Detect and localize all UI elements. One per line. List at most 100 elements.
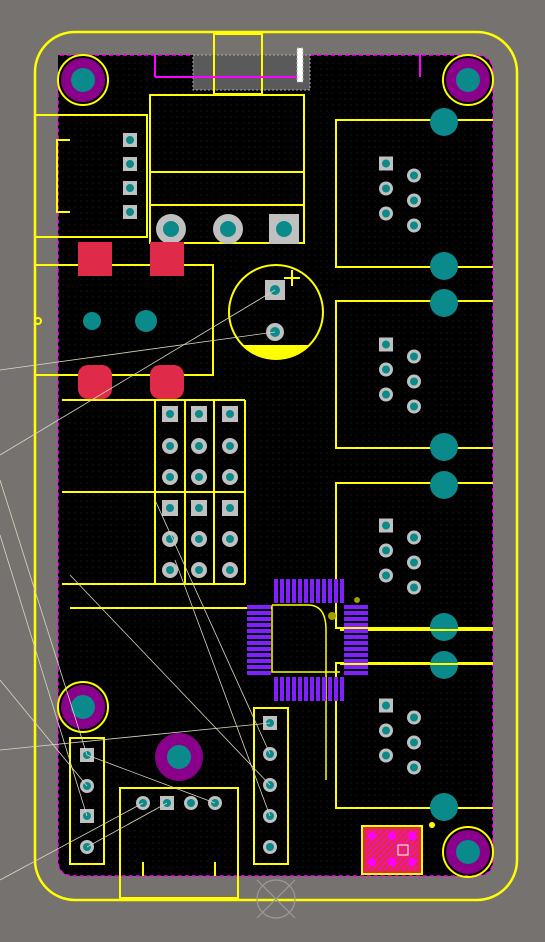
qfp-pad-bottom <box>292 677 296 701</box>
rj45-outline <box>335 300 493 449</box>
pin-hole <box>410 402 418 411</box>
qfp-pad-bottom <box>310 677 314 701</box>
qfp-pad-right <box>344 659 368 663</box>
qfp-pad-right <box>344 647 368 651</box>
rj45-outline <box>335 119 493 268</box>
qfp-pad-left <box>247 647 271 651</box>
qfp-pad-left <box>247 611 271 615</box>
pin-hole <box>226 566 234 574</box>
qfp-pad-right <box>344 641 368 645</box>
pin-hole <box>195 410 203 418</box>
qfp-pad-left <box>247 629 271 633</box>
dc-jack <box>34 114 148 238</box>
rj45-shield-pad <box>430 252 458 280</box>
mount-hole <box>57 54 109 106</box>
board <box>33 30 519 902</box>
rj45-shield-pad <box>430 433 458 461</box>
pin-hole <box>382 365 390 374</box>
pin-hole <box>410 713 418 722</box>
pin-hole <box>195 442 203 450</box>
qfp-pad-right <box>344 653 368 657</box>
pin-hole <box>410 377 418 386</box>
rj45-shield-pad <box>430 108 458 136</box>
origin-marker <box>256 879 296 919</box>
pin-hole <box>410 171 418 180</box>
rj45-shield-pad <box>430 289 458 317</box>
qfp-pad-top <box>310 579 314 603</box>
qfp-pad-bottom <box>334 677 338 701</box>
header-right-vertical <box>253 707 289 865</box>
pin-hole <box>226 473 234 481</box>
pin-hole <box>195 566 203 574</box>
mount-hole <box>442 54 494 106</box>
qfp-pad-right <box>344 605 368 609</box>
rj45-jacks <box>335 108 493 821</box>
qfp-pad-bottom <box>322 677 326 701</box>
rj45-shield-pad <box>430 613 458 641</box>
qfp-pad-left <box>247 671 271 675</box>
pin-hole <box>166 566 174 574</box>
outer-outline <box>33 30 519 902</box>
qfp-pad-top <box>274 579 278 603</box>
qfp-pad-bottom <box>340 677 344 701</box>
rj45-shield-pad <box>430 471 458 499</box>
qfp-pad-bottom <box>316 677 320 701</box>
pin-hole <box>382 390 390 399</box>
smd-pad <box>150 242 184 276</box>
qfp-pad-left <box>247 605 271 609</box>
qfp-pad-right <box>344 623 368 627</box>
pin-hole <box>382 521 390 530</box>
qfp-pad-top <box>298 579 302 603</box>
pin-hole <box>382 184 390 193</box>
qfp-pad-right <box>344 611 368 615</box>
qfp-pad-right <box>344 629 368 633</box>
pin-hole <box>410 352 418 361</box>
connector-pin <box>296 47 304 83</box>
rj45-shield-pad <box>430 793 458 821</box>
qfp-pad-top <box>292 579 296 603</box>
connector-cutout <box>192 54 311 91</box>
qfp-pad-bottom <box>274 677 278 701</box>
qfp-pad-right <box>344 665 368 669</box>
pin-hole <box>382 751 390 760</box>
pin-hole <box>166 504 174 512</box>
qfp-pad-left <box>247 641 271 645</box>
pin-hole <box>382 546 390 555</box>
qfp-pad-bottom <box>280 677 284 701</box>
pin-hole <box>226 442 234 450</box>
pin-hole <box>410 533 418 542</box>
pin-hole <box>382 726 390 735</box>
pin-hole <box>226 535 234 543</box>
pin-hole <box>382 571 390 580</box>
smd-pad <box>78 365 112 399</box>
qfp-pad-right <box>344 635 368 639</box>
qfp-pad-left <box>247 653 271 657</box>
qfp-pad-left <box>247 617 271 621</box>
qfp-pad-left <box>247 635 271 639</box>
pin-hole <box>410 738 418 747</box>
pin-hole <box>195 535 203 543</box>
qfp-pad-bottom <box>286 677 290 701</box>
pin-header-blocks <box>62 399 246 585</box>
rj45-outline <box>335 482 493 629</box>
pin-hole <box>195 504 203 512</box>
qfp-pad-top <box>340 579 344 603</box>
pin-hole <box>166 473 174 481</box>
qfp-pad-top <box>280 579 284 603</box>
qfp-pad-top <box>316 579 320 603</box>
pin-hole <box>382 701 390 710</box>
pin-hole <box>226 410 234 418</box>
pin-hole <box>166 442 174 450</box>
mount-hole <box>442 826 494 878</box>
qfp-pad-left <box>247 623 271 627</box>
rj45-jack <box>335 471 493 641</box>
voltage-regulator <box>149 94 305 244</box>
pin-hole <box>166 410 174 418</box>
large-via <box>155 733 203 781</box>
qfp-pad-top <box>304 579 308 603</box>
qfp-pad-top <box>334 579 338 603</box>
rj45-jack <box>335 289 493 461</box>
mount-holes <box>57 54 494 878</box>
ratsnest <box>0 289 276 881</box>
